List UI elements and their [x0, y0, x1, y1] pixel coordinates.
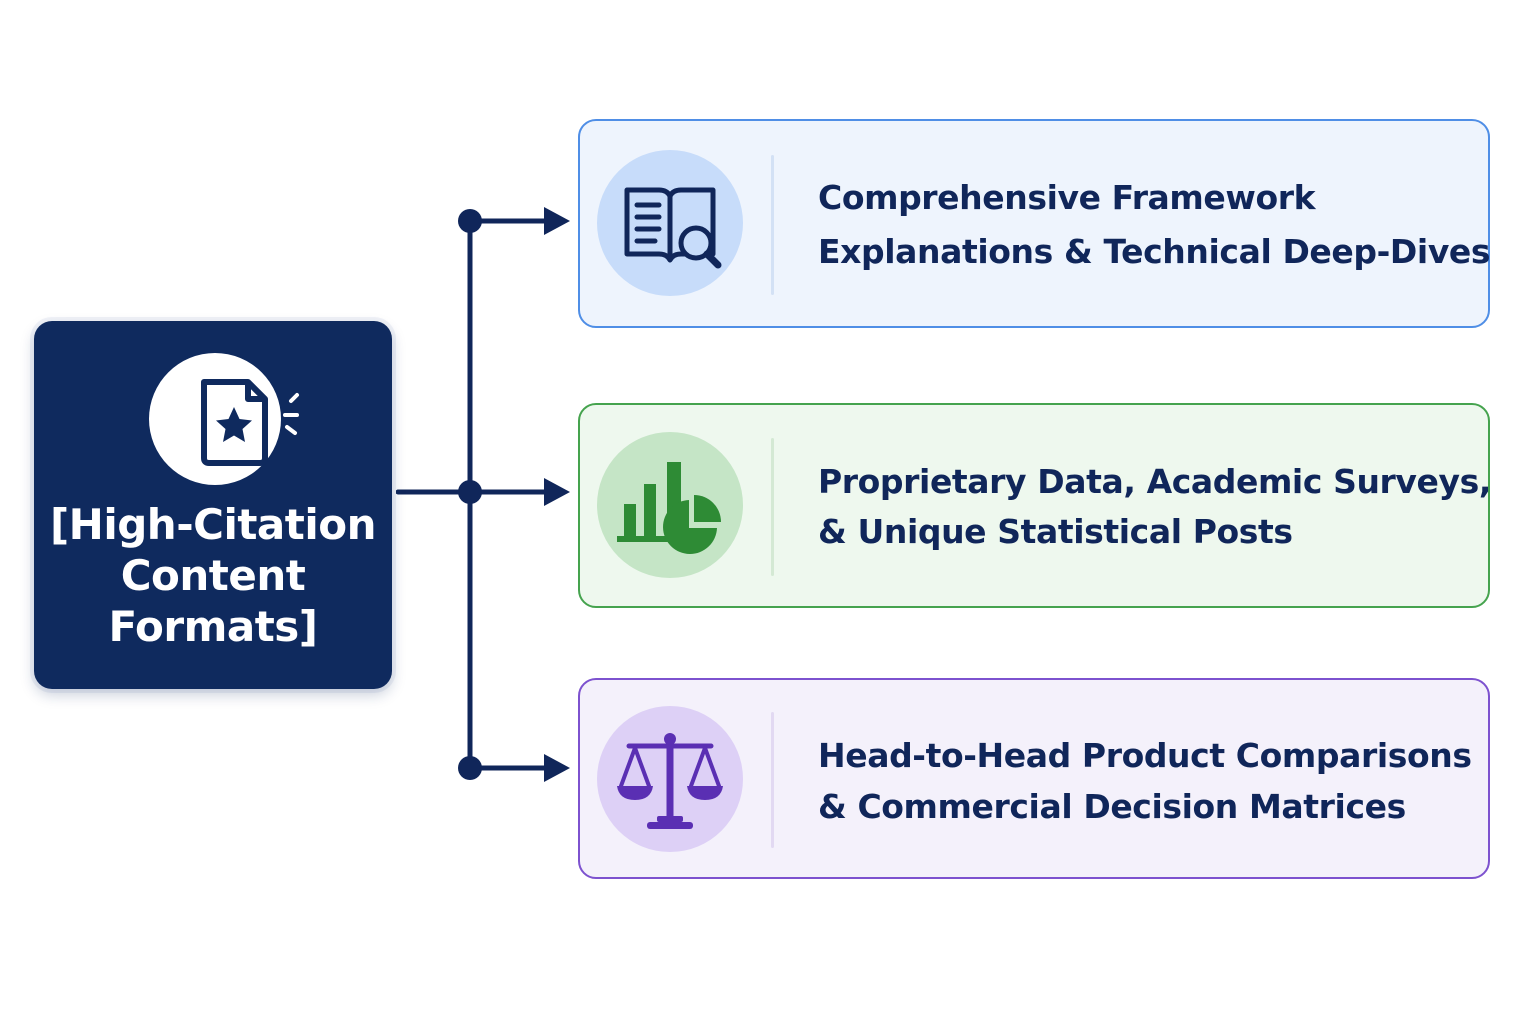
root-icon-badge [143, 351, 299, 491]
arrowhead-1 [544, 207, 570, 235]
root-label-line: Content [120, 551, 306, 600]
root-label: [High-Citation Content Formats] [48, 499, 378, 652]
card-divider [771, 155, 774, 295]
card-title: Proprietary Data, Academic Surveys, & Un… [818, 457, 1492, 557]
balance-scale-icon [617, 733, 723, 829]
card-title-line: & Commercial Decision Matrices [818, 787, 1406, 826]
document-star-icon [167, 379, 299, 466]
card-icon-badge [597, 150, 743, 296]
branch-card-framework-explanations: Comprehensive Framework Explanations & T… [578, 119, 1491, 328]
book-magnifier-icon [624, 187, 722, 269]
card-title: Comprehensive Framework Explanations & T… [818, 171, 1491, 279]
card-title-line: Proprietary Data, Academic Surveys, [818, 462, 1492, 501]
junction-dot-1 [458, 209, 482, 233]
root-label-line: [High-Citation [49, 500, 377, 549]
card-icon-badge [597, 706, 743, 852]
arrowhead-2 [544, 478, 570, 506]
branch-card-proprietary-data: Proprietary Data, Academic Surveys, & Un… [578, 403, 1492, 608]
card-divider [771, 712, 774, 848]
root-label-line: Formats] [108, 602, 318, 651]
arrowhead-3 [544, 754, 570, 782]
bar-pie-chart-icon [617, 462, 721, 554]
card-title-line: & Unique Statistical Posts [818, 512, 1293, 551]
card-divider [771, 438, 774, 576]
branch-card-product-comparisons: Head-to-Head Product Comparisons & Comme… [578, 678, 1490, 879]
card-title-line: Comprehensive Framework [818, 178, 1316, 217]
junction-dot-3 [458, 756, 482, 780]
card-icon-badge [597, 432, 743, 578]
card-title: Head-to-Head Product Comparisons & Comme… [818, 730, 1472, 832]
card-title-line: Explanations & Technical Deep-Dives [818, 232, 1491, 271]
junction-dot-2 [458, 480, 482, 504]
card-title-line: Head-to-Head Product Comparisons [818, 736, 1472, 775]
root-node: [High-Citation Content Formats] [34, 321, 392, 689]
